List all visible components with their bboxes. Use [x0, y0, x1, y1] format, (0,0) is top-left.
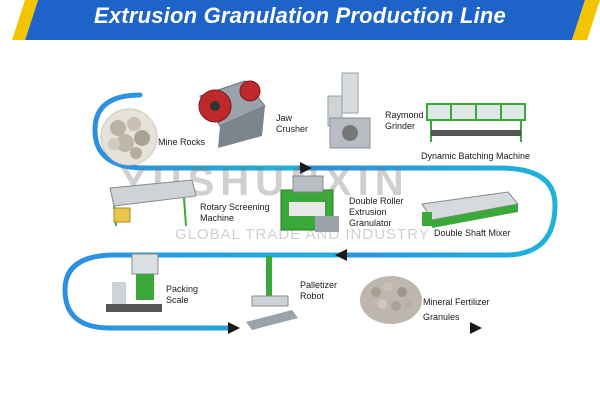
- arrow-icon: [335, 249, 347, 261]
- mine-rocks-icon: [100, 108, 158, 166]
- label-raymond-grinder: Raymond Grinder: [385, 110, 424, 131]
- label-shaft-mixer: Double Shaft Mixer: [434, 228, 511, 238]
- label-jaw-crusher: Jaw Crusher: [276, 113, 309, 134]
- label-packing-scale: Packing Scale: [166, 284, 199, 305]
- batching-machine-icon: [426, 103, 526, 142]
- label-batching-machine: Dynamic Batching Machine: [421, 151, 531, 161]
- label-roller-granulator: Double Roller Extrusion Granulator: [349, 196, 404, 228]
- label-palletizer-robot: Palletizer Robot: [300, 280, 338, 301]
- header-banner: Extrusion Granulation Production Line: [0, 0, 600, 40]
- palletizer-robot-icon: [246, 256, 298, 330]
- header-shape: [0, 0, 600, 40]
- arrow-icon: [470, 322, 482, 334]
- shaft-mixer-icon: [421, 191, 519, 228]
- label-fertilizer-granules: Mineral Fertilizer Granules: [423, 297, 490, 322]
- watermark-tagline: GLOBAL TRADE AND INDUSTRY: [175, 226, 430, 243]
- packing-scale-icon: [106, 253, 162, 312]
- fertilizer-granules-icon: [360, 276, 422, 324]
- jaw-crusher-icon: [198, 80, 266, 148]
- roller-granulator-icon: [280, 175, 339, 232]
- screening-machine-icon: [109, 179, 197, 227]
- arrow-icon: [300, 162, 312, 174]
- arrow-icon: [228, 322, 240, 334]
- label-mine-rocks: Mine Rocks: [158, 137, 206, 147]
- raymond-grinder-icon: [327, 72, 371, 149]
- label-screening-machine: Rotary Screening Machine: [200, 202, 270, 223]
- page-title: Extrusion Granulation Production Line: [94, 3, 506, 28]
